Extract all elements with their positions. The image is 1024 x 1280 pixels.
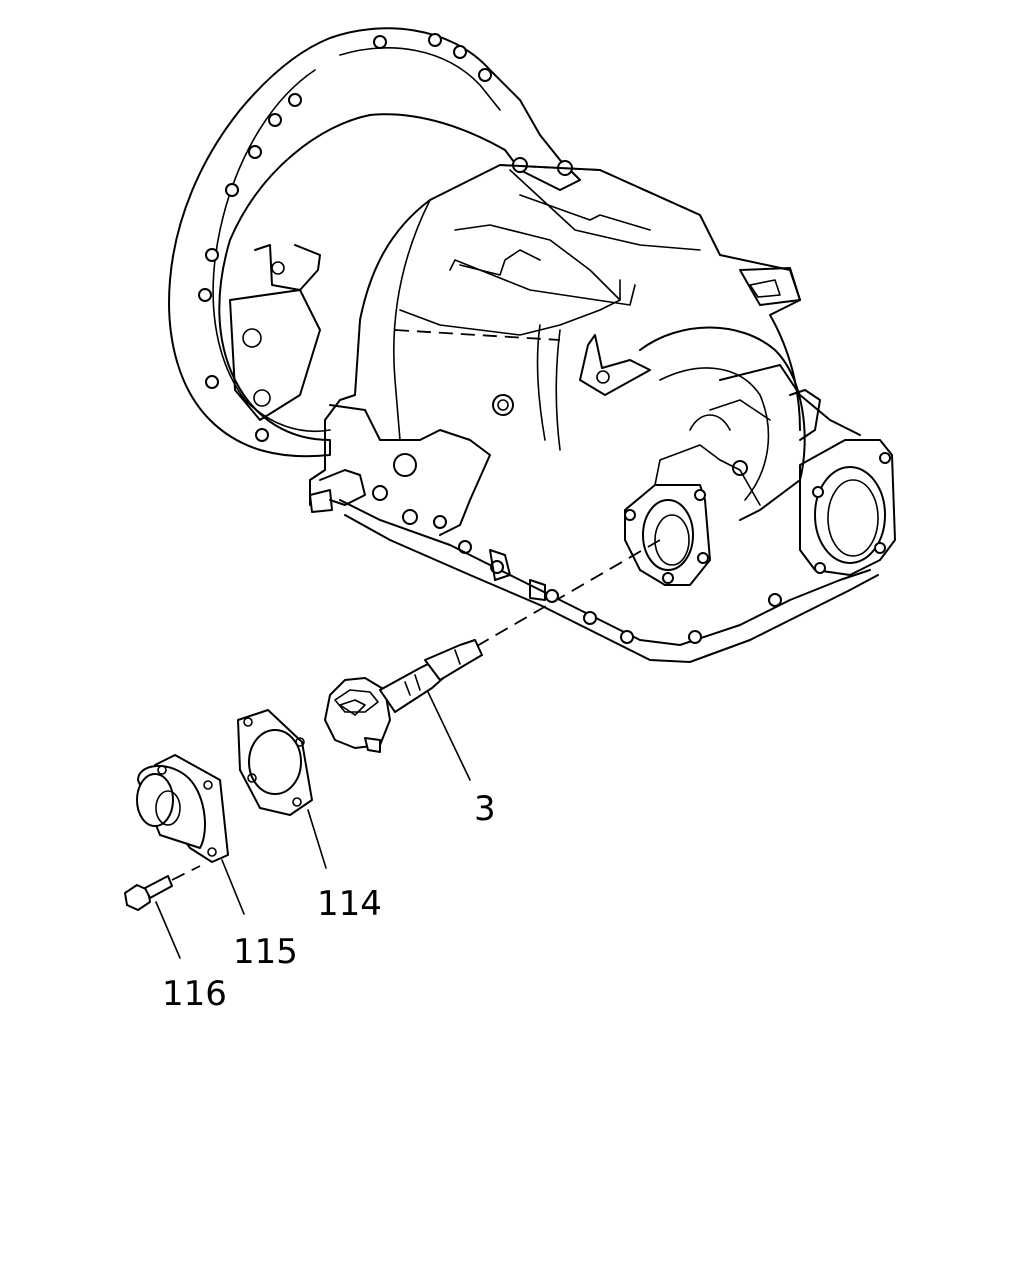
leader-lines [155,691,471,959]
callout-116: 116 [162,974,227,1014]
speed-sensor [324,639,483,753]
gasket [237,709,313,816]
bolt [124,865,201,911]
callout-114: 114 [317,884,382,924]
leader-116 [155,901,181,959]
assembly-line [469,539,661,651]
leader-114 [307,809,327,869]
cover-flange [136,754,229,863]
callout-115: 115 [233,932,298,972]
leader-3 [427,691,471,781]
transmission-housing [168,27,896,663]
leader-115 [221,859,245,915]
callout-3: 3 [474,789,496,829]
